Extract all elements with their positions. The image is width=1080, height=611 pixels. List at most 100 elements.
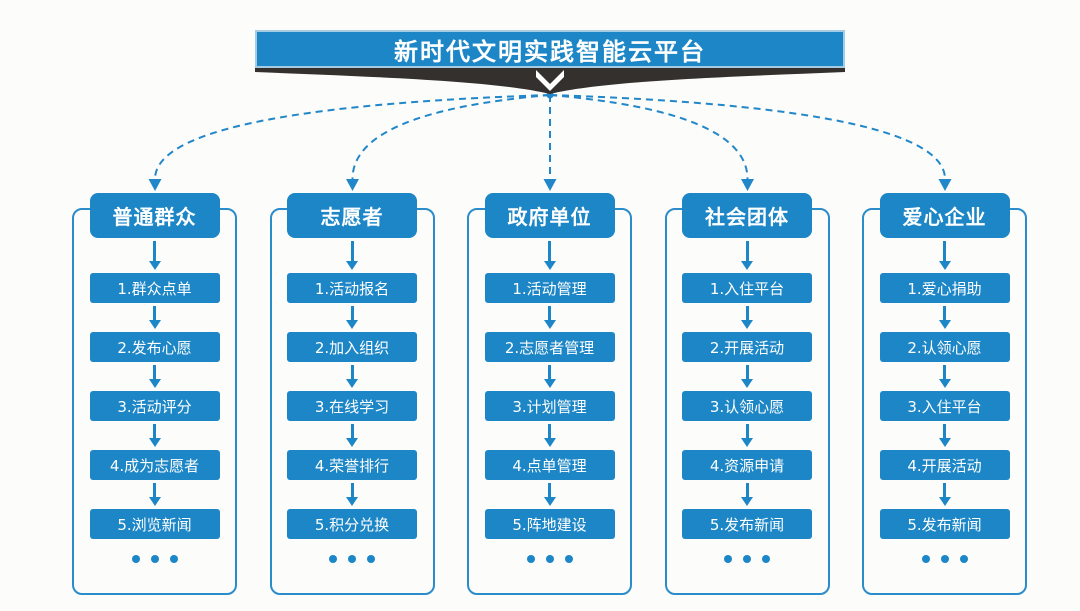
ellipsis-icon <box>921 555 968 563</box>
flow-step: 1.爱心捐助 <box>879 273 1010 303</box>
flow-step: 5.积分兑换 <box>287 509 417 539</box>
ellipsis-icon <box>329 555 375 563</box>
flow-step: 5.发布新闻 <box>879 509 1010 539</box>
banner-ribbon-shape <box>255 67 845 94</box>
chevron-down-icon <box>536 70 564 91</box>
down-arrow-icon <box>350 365 354 379</box>
role-header: 普通群众 <box>89 193 220 238</box>
column-content: 普通群众 1.群众点单 2.发布心愿 3.活动评分 4.成为志愿者 5.浏览新闻 <box>72 193 237 595</box>
ellipsis-icon <box>526 555 573 563</box>
role-columns-row: 普通群众 1.群众点单 2.发布心愿 3.活动评分 4.成为志愿者 5.浏览新闻 志愿者… <box>72 193 1027 595</box>
flow-step: 3.计划管理 <box>484 391 615 421</box>
ellipsis-icon <box>724 555 770 563</box>
flow-step: 2.志愿者管理 <box>484 332 615 362</box>
platform-title-text: 新时代文明实践智能云平台 <box>394 37 706 66</box>
dot <box>724 555 732 563</box>
flow-step: 1.群众点单 <box>89 273 220 303</box>
arrowhead-icon <box>741 179 754 191</box>
down-arrow-icon <box>745 365 749 379</box>
ellipsis-icon <box>131 555 178 563</box>
role-header: 志愿者 <box>287 193 417 238</box>
flow-step: 3.活动评分 <box>89 391 220 421</box>
dot <box>940 555 949 563</box>
role-column: 社会团体 1.入住平台 2.开展活动 3.认领心愿 4.资源申请 5.发布新闻 <box>664 193 830 595</box>
flow-step: 1.活动管理 <box>484 273 615 303</box>
arrowhead-icon <box>148 179 162 191</box>
role-header-label: 政府单位 <box>507 205 592 229</box>
flow-step: 3.入住平台 <box>879 391 1010 421</box>
role-header-label: 爱心企业 <box>902 205 987 229</box>
connector-to-column-5 <box>549 94 946 180</box>
arrowhead-icon <box>938 179 952 191</box>
flow-step: 2.发布心愿 <box>89 332 220 362</box>
role-header-label: 普通群众 <box>112 205 197 229</box>
dot <box>959 555 968 563</box>
down-arrow-icon <box>943 241 946 261</box>
down-arrow-icon <box>745 306 749 320</box>
dot <box>564 555 573 563</box>
flow-step: 3.认领心愿 <box>682 391 812 421</box>
flow-step: 2.开展活动 <box>682 332 812 362</box>
dot <box>131 555 140 563</box>
down-arrow-icon <box>350 483 354 497</box>
arrowhead-icon <box>346 179 359 191</box>
flow-step: 2.加入组织 <box>287 332 417 362</box>
dot <box>367 555 375 563</box>
flow-step: 4.成为志愿者 <box>89 450 220 480</box>
down-arrow-icon <box>153 306 156 320</box>
down-arrow-icon <box>745 483 749 497</box>
down-arrow-icon <box>153 483 156 497</box>
down-arrow-icon <box>153 241 156 261</box>
flow-step: 1.入住平台 <box>682 273 812 303</box>
down-arrow-icon <box>153 365 156 379</box>
dot <box>150 555 159 563</box>
down-arrow-icon <box>548 306 551 320</box>
flow-step: 4.荣誉排行 <box>287 450 417 480</box>
role-column: 政府单位 1.活动管理 2.志愿者管理 3.计划管理 4.点单管理 5.阵地建设 <box>467 193 632 595</box>
dot <box>545 555 554 563</box>
down-arrow-icon <box>350 306 354 320</box>
down-arrow-icon <box>745 241 749 261</box>
connector-to-column-4 <box>549 94 749 180</box>
role-column: 普通群众 1.群众点单 2.发布心愿 3.活动评分 4.成为志愿者 5.浏览新闻 <box>72 193 237 595</box>
down-arrow-icon <box>745 424 749 438</box>
flow-step: 3.在线学习 <box>287 391 417 421</box>
down-arrow-icon <box>943 483 946 497</box>
down-arrow-icon <box>943 424 946 438</box>
role-header: 爱心企业 <box>879 193 1010 238</box>
down-arrow-icon <box>548 241 551 261</box>
dot <box>526 555 535 563</box>
connector-to-column-1 <box>154 94 551 180</box>
down-arrow-icon <box>943 306 946 320</box>
flow-step: 1.活动报名 <box>287 273 417 303</box>
dot <box>329 555 337 563</box>
role-header-label: 志愿者 <box>320 205 384 229</box>
flow-step: 4.点单管理 <box>484 450 615 480</box>
dot <box>762 555 770 563</box>
down-arrow-icon <box>153 424 156 438</box>
down-arrow-icon <box>350 424 354 438</box>
down-arrow-icon <box>943 365 946 379</box>
dot <box>743 555 751 563</box>
flow-step: 5.阵地建设 <box>484 509 615 539</box>
down-arrow-icon <box>350 241 354 261</box>
down-arrow-icon <box>548 365 551 379</box>
role-header-label: 社会团体 <box>705 205 789 229</box>
flow-step: 2.认领心愿 <box>879 332 1010 362</box>
down-arrow-icon <box>548 424 551 438</box>
down-arrow-icon <box>548 483 551 497</box>
flow-step: 4.资源申请 <box>682 450 812 480</box>
dot <box>921 555 930 563</box>
dot <box>348 555 356 563</box>
column-content: 社会团体 1.入住平台 2.开展活动 3.认领心愿 4.资源申请 5.发布新闻 <box>665 193 830 595</box>
flow-step: 5.浏览新闻 <box>89 509 220 539</box>
role-header: 社会团体 <box>682 193 812 238</box>
column-content: 志愿者 1.活动报名 2.加入组织 3.在线学习 4.荣誉排行 5.积分兑换 <box>270 193 435 595</box>
arrowhead-icon <box>543 179 557 191</box>
platform-title-banner: 新时代文明实践智能云平台 <box>255 30 845 68</box>
flow-step: 5.发布新闻 <box>682 509 812 539</box>
column-content: 政府单位 1.活动管理 2.志愿者管理 3.计划管理 4.点单管理 5.阵地建设 <box>467 193 632 595</box>
